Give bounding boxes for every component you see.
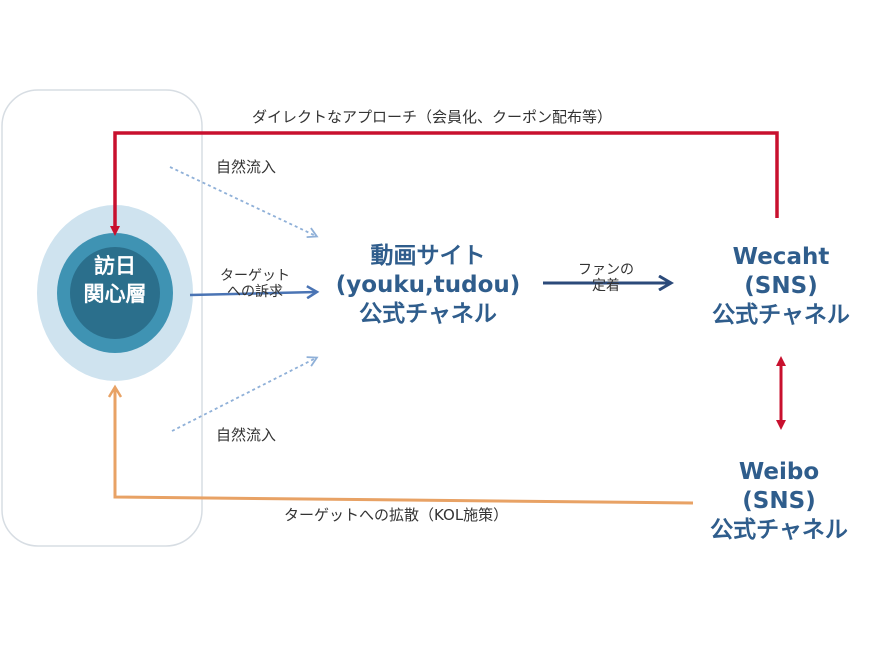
direct-approach-arrow	[110, 131, 779, 236]
target-panel	[1, 89, 203, 547]
wechat-channel-line2: (SNS)	[744, 272, 818, 299]
weibo-channel-line2: (SNS)	[742, 487, 816, 514]
target-audience-line2: 関心層	[83, 282, 147, 307]
wechat-channel-line1: Wecaht	[732, 244, 830, 270]
fan-retention-line1: ファンの	[578, 262, 634, 278]
weibo-channel-node: Weibo (SNS) 公式チャネル	[684, 458, 874, 544]
natural-inflow-top-label: 自然流入	[216, 158, 277, 176]
target-audience-line1: 訪日	[94, 254, 136, 278]
video-channel-node: 動画サイト (youku,tudou) 公式チャネル	[318, 242, 538, 328]
fan-retention-label: ファンの 定着	[558, 262, 654, 294]
natural-inflow-bottom-label: 自然流入	[216, 426, 277, 444]
wechat-channel-node: Wecaht (SNS) 公式チャネル	[686, 243, 876, 329]
natural-inflow-top-arrow	[169, 166, 319, 239]
natural-inflow-bottom-arrow	[171, 356, 319, 432]
weibo-channel-line3: 公式チャネル	[710, 516, 848, 543]
target-audience-label: 訪日 関心層	[65, 252, 165, 309]
video-channel-line2: (youku,tudou)	[335, 271, 521, 298]
target-appeal-arrow	[189, 292, 316, 295]
wechat-channel-line3: 公式チャネル	[712, 301, 850, 328]
target-appeal-line1: ターゲット	[220, 268, 290, 284]
target-circle-inner	[70, 247, 160, 339]
video-channel-line3: 公式チャネル	[359, 300, 497, 327]
target-appeal-label: ターゲット への訴求	[203, 268, 307, 300]
diffusion-arrow	[115, 388, 694, 505]
direct-approach-label: ダイレクトなアプローチ（会員化、クーポン配布等）	[252, 108, 613, 126]
weibo-channel-line1: Weibo	[738, 459, 820, 485]
target-appeal-line2: への訴求	[227, 284, 283, 301]
fan-retention-line2: 定着	[592, 278, 620, 295]
video-channel-line1: 動画サイト	[370, 243, 486, 269]
target-diffusion-label: ターゲットへの拡散（KOL施策）	[284, 506, 509, 524]
